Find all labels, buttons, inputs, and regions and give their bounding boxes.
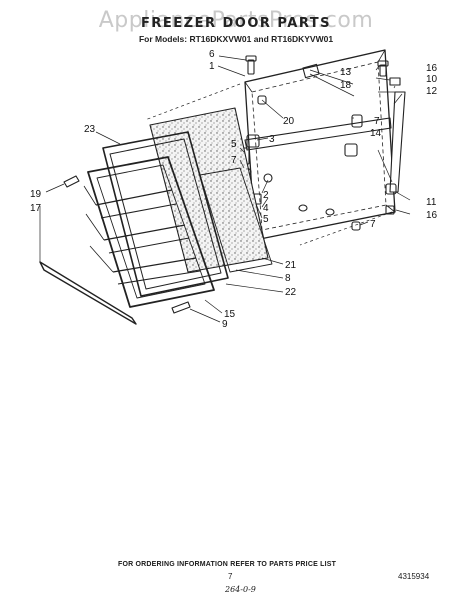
callout-13: 13 (340, 67, 352, 78)
door-gasket (102, 131, 229, 297)
callout-6: 6 (209, 49, 215, 60)
callout-4: 4 (263, 203, 269, 214)
callout-16b: 16 (426, 210, 438, 221)
callout-22: 22 (285, 287, 297, 298)
page-number: 7 (228, 572, 233, 581)
callout-15: 15 (224, 309, 236, 320)
callout-7c: 7 (370, 219, 376, 230)
callout-7a: 7 (231, 155, 237, 166)
callout-3: 3 (269, 134, 275, 145)
breaker-strip (199, 167, 273, 273)
callout-17: 17 (30, 203, 42, 214)
callout-12: 12 (426, 86, 438, 97)
handwritten-note: 264-0-9 (225, 585, 256, 594)
callout-labels: 1 6 20 3 5 7 2 4 5 21 8 22 15 9 23 19 17… (30, 49, 438, 330)
shelf-bar (39, 261, 137, 325)
callout-5a: 5 (231, 139, 237, 150)
leader-lines (39, 55, 411, 323)
callout-9: 9 (222, 319, 228, 330)
page-title: FREEZER DOOR PARTS (141, 16, 331, 31)
document-part-number: 4315934 (398, 572, 430, 581)
callout-16a: 16 (426, 63, 438, 74)
insulation-panel (149, 107, 269, 273)
callout-1: 1 (209, 61, 215, 72)
callout-20: 20 (283, 116, 295, 127)
callout-2: 2 (263, 190, 269, 201)
hardware (63, 55, 406, 314)
callout-23: 23 (84, 124, 96, 135)
door-liner (83, 156, 215, 308)
callout-8: 8 (285, 273, 291, 284)
callout-7b: 7 (374, 116, 380, 127)
callout-21: 21 (285, 260, 297, 271)
models-line: For Models: RT16DKXVW01 and RT16DKYVW01 (138, 34, 334, 44)
watermark: AppliancePartsPros.com (98, 8, 374, 33)
ordering-note: FOR ORDERING INFORMATION REFER TO PARTS … (118, 561, 337, 568)
callout-14: 14 (370, 128, 382, 139)
callout-19: 19 (30, 189, 42, 200)
callout-5b: 5 (263, 214, 269, 225)
callout-11: 11 (426, 197, 437, 208)
callout-10: 10 (426, 74, 438, 85)
callout-18: 18 (340, 80, 352, 91)
